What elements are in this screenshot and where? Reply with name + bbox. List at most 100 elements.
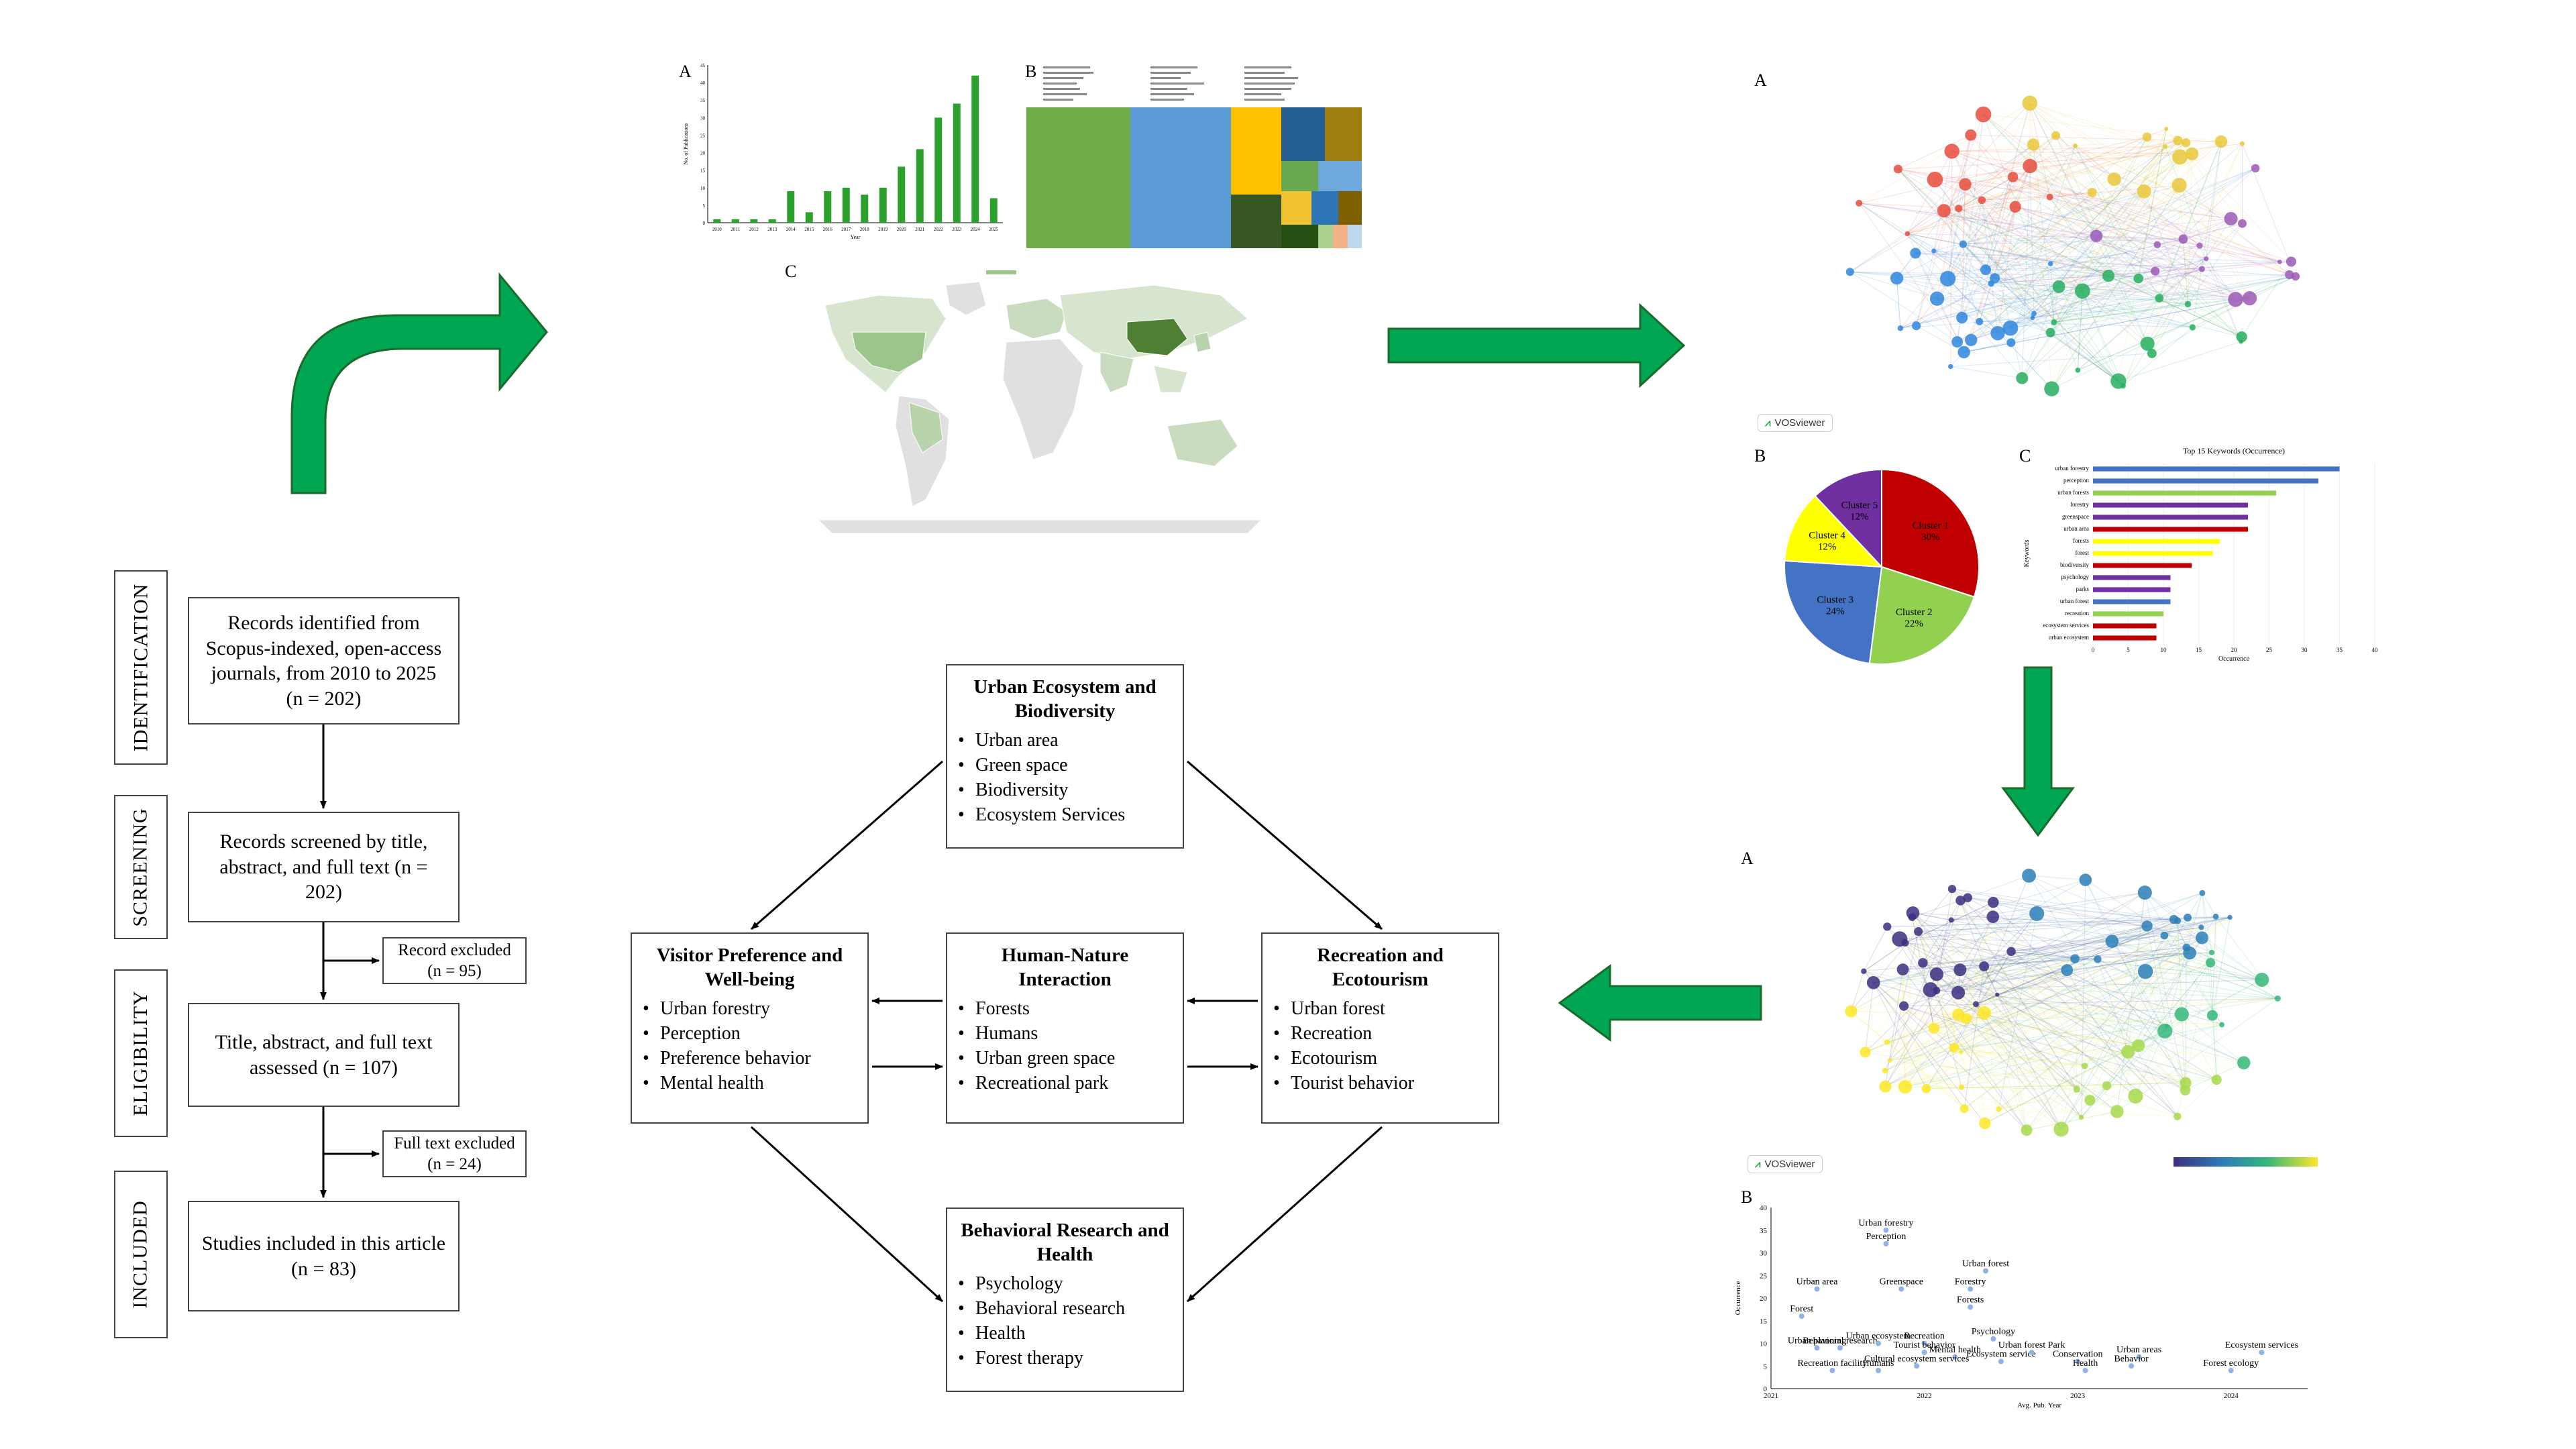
- network-edge: [1958, 144, 2034, 209]
- network-node: [2132, 1039, 2145, 1053]
- bar: [989, 198, 998, 223]
- network-node: [2285, 270, 2294, 280]
- x-tick-label: 2012: [749, 227, 759, 232]
- network-edge: [1896, 184, 1966, 279]
- network-edge: [2051, 278, 2139, 389]
- keyword-bar: [2093, 599, 2171, 604]
- network-edge: [2053, 299, 2236, 323]
- network-edge: [1900, 283, 1992, 329]
- network-edge: [1947, 141, 2222, 279]
- network-edge: [2206, 258, 2236, 300]
- network-edge: [1976, 1004, 2118, 1112]
- network-edge: [2182, 239, 2188, 305]
- bar: [805, 212, 813, 223]
- network-edge: [1957, 1014, 2000, 1110]
- network-edge: [1996, 994, 2085, 1067]
- network-edge: [2049, 184, 2180, 198]
- network-edge: [1918, 920, 2178, 932]
- network-edge: [2081, 1024, 2222, 1118]
- network-edge: [1905, 1086, 2077, 1090]
- network-edge: [1951, 888, 2078, 1089]
- network-node: [1887, 1058, 1892, 1063]
- network-edge: [2135, 1026, 2167, 1097]
- network-edge: [2181, 962, 2211, 1015]
- network-node: [1929, 291, 1945, 306]
- theme-visitor-preference: Visitor Preference and Well-being Urban …: [631, 932, 869, 1124]
- network-edge: [1851, 925, 2147, 1012]
- pie-slice: [1814, 468, 1882, 569]
- network-edge: [2053, 303, 2188, 323]
- pie-slice: [1784, 559, 1883, 664]
- network-edge: [1865, 989, 1931, 1053]
- y-tick-label: 10: [1760, 1340, 1768, 1348]
- network-edge: [1984, 947, 2187, 967]
- network-edge: [1958, 135, 2056, 209]
- network-edge: [2081, 1065, 2085, 1118]
- network-node: [2051, 319, 2057, 325]
- network-edge: [2081, 879, 2086, 1118]
- treemap-small3: [1348, 225, 1362, 248]
- network-edge: [1904, 1028, 1935, 1087]
- network-edge: [2021, 166, 2031, 378]
- keyword-bar: [2093, 587, 2171, 592]
- vosviewer-badge-top: ⩘ VOSviewer: [1758, 414, 1833, 432]
- network-node: [2147, 348, 2157, 358]
- network-edge: [1904, 943, 1998, 996]
- network-node: [2137, 184, 2151, 199]
- pie-slice: [1881, 468, 1980, 598]
- scatter-point: [2228, 1368, 2234, 1373]
- network-edge: [2074, 146, 2139, 279]
- network-node: [2184, 301, 2192, 308]
- network-node: [1923, 982, 1938, 998]
- network-node: [1988, 280, 1994, 287]
- network-edge: [2089, 919, 2174, 1101]
- network-edge: [1936, 892, 2203, 975]
- network-edge: [1953, 935, 2165, 1049]
- network-edge: [1873, 982, 1927, 1089]
- network-node: [1959, 240, 1967, 248]
- network-edge: [1922, 900, 1961, 963]
- network-edge: [2075, 145, 2200, 246]
- network-node: [2090, 229, 2103, 242]
- network-edge: [2085, 879, 2165, 1032]
- network-edge: [2050, 332, 2119, 382]
- network-edge: [1957, 913, 2037, 1015]
- pie-slice-label: Cluster 2: [1896, 607, 1933, 618]
- network-edge: [1851, 1010, 1959, 1015]
- bar: [713, 219, 721, 223]
- scatter-point-label: Behavioral research: [1803, 1336, 1878, 1346]
- theme-urban-ecosystem-title: Urban Ecosystem and Biodiversity: [973, 676, 1157, 722]
- network-edge: [1886, 990, 1937, 1042]
- theme-recreation-ecotourism: Recreation and Ecotourism Urban forest R…: [1261, 932, 1499, 1124]
- network-edge: [1930, 989, 2182, 1015]
- network-edge: [2011, 951, 2262, 980]
- network-edge: [2210, 962, 2278, 999]
- network-edge: [1915, 253, 2023, 378]
- network-node: [1948, 917, 1954, 923]
- network-edge: [2011, 941, 2112, 952]
- x-tick-label: 35: [2337, 647, 2343, 653]
- network-edge: [2077, 290, 2083, 370]
- network-edge: [1994, 156, 2180, 279]
- curved-up-arrow: [290, 272, 548, 494]
- network-node: [1947, 364, 1953, 370]
- network-node: [1979, 961, 1990, 972]
- network-edge: [2159, 141, 2222, 299]
- network-edge: [2177, 920, 2186, 1091]
- network-edge: [1985, 156, 2180, 270]
- network-edge: [1960, 969, 2278, 999]
- scatter-point: [1883, 1241, 1889, 1246]
- network-edge: [1884, 920, 1952, 1071]
- network-edge: [2029, 103, 2184, 239]
- network-edge: [1984, 966, 2186, 1091]
- network-node: [2180, 1077, 2192, 1089]
- network-edge: [1930, 953, 2190, 990]
- network-edge: [1887, 919, 2174, 927]
- network-node: [2181, 138, 2191, 148]
- network-edge: [1900, 142, 2186, 329]
- scatter-point-label: Cultural ecosystem services: [1864, 1354, 1969, 1364]
- network-node: [2052, 280, 2065, 293]
- network-edge: [1863, 943, 1906, 972]
- network-node: [2021, 1124, 2033, 1136]
- network-edge: [1960, 900, 2078, 1089]
